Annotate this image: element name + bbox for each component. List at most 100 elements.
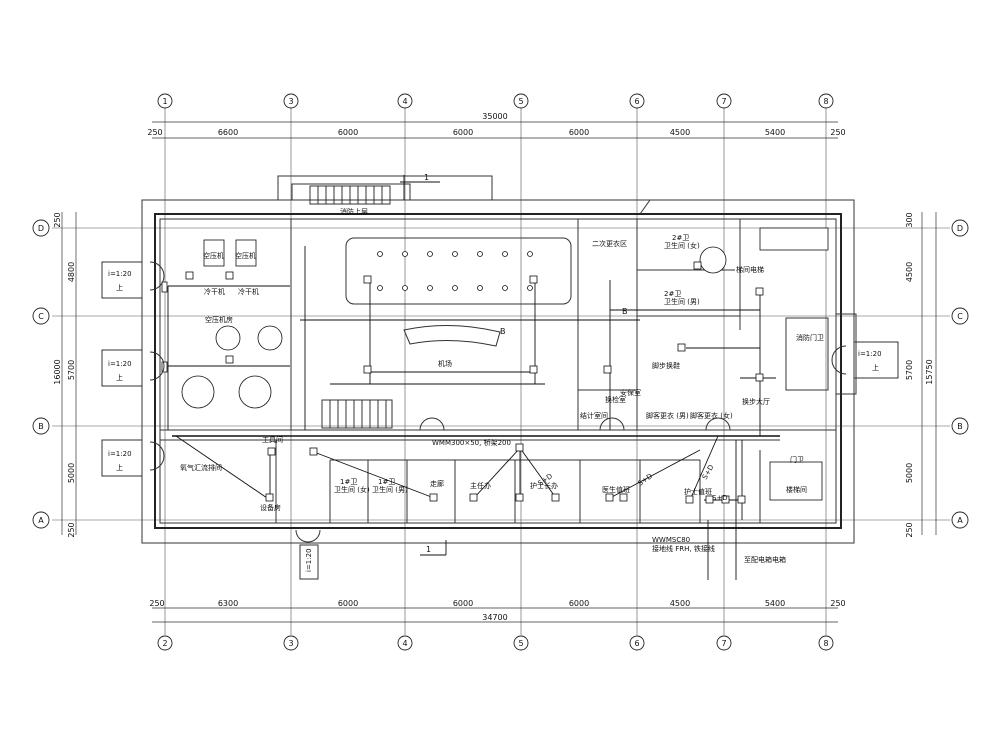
room-label: 消防上层 [340, 207, 368, 216]
dim-right-seg: 300 [905, 212, 914, 227]
grid-bubble-left-D: D [32, 219, 50, 237]
grid-bubble-bottom-2: 2 [157, 635, 173, 651]
dim-bottom-seg: 4500 [670, 599, 690, 608]
dim-top-seg: 4500 [670, 128, 690, 137]
grid-bubble-label: 6 [634, 639, 639, 648]
room-label: 冷干机 [238, 287, 259, 296]
room-label: 工具间 [262, 436, 283, 444]
grid-bubble-top-7: 7 [716, 93, 732, 109]
dim-right-seg: 4500 [905, 262, 914, 282]
room-label: 梯间电梯 [736, 265, 764, 274]
switch-label: S+D [712, 494, 728, 502]
grid-bubble-label: 1 [162, 97, 167, 106]
annotation-meter-box: 至配电箱电箱 [744, 555, 786, 564]
dim-bottom-seg: 250 [830, 599, 845, 608]
ramp-direction: 上 [872, 363, 879, 372]
dim-left-seg: 5000 [67, 463, 76, 483]
grid-bubble-label: C [957, 312, 963, 321]
room-label: 2#卫 [672, 234, 689, 242]
doors [149, 261, 847, 543]
room-label: 卫生间 (男) [372, 485, 408, 494]
dim-left-seg: 250 [67, 522, 76, 537]
grid-bubble-label: 8 [823, 97, 828, 106]
grid-bubble-top-4: 4 [397, 93, 413, 109]
wire-tag: B [500, 327, 506, 336]
switch-label: S+D [637, 472, 654, 488]
room-label: 安保室 [620, 388, 641, 397]
ramp-label: i=1:20 [108, 450, 132, 458]
grid-bubble-label: D [38, 224, 44, 233]
dim-bottom-seg: 6000 [569, 599, 589, 608]
dim-bottom-seg: 5400 [765, 599, 785, 608]
room-label: 脚步换鞋 [652, 361, 680, 370]
room-label: 脚客更衣 (男) [646, 411, 689, 420]
room-label: 楼梯间 [786, 485, 807, 494]
room-label: 空压机房 [205, 315, 233, 324]
room-label: 氧气汇流排间 [180, 463, 222, 472]
dim-right-seg: 250 [905, 522, 914, 537]
section-label: 1 [426, 545, 431, 554]
grid-bubble-left-B: B [32, 417, 50, 435]
dim-top-seg: 6600 [218, 128, 238, 137]
grid-bubble-top-8: 8 [818, 93, 834, 109]
grid-bubble-bottom-3: 3 [283, 635, 299, 651]
grid-bubble-top-6: 6 [629, 93, 645, 109]
switch-label: S+D [701, 463, 716, 481]
dim-bottom-seg: 6000 [453, 599, 473, 608]
ramp-label: i=1:20 [108, 360, 132, 368]
grid-bubble-bottom-4: 4 [397, 635, 413, 651]
room-label: 2#卫 [664, 290, 681, 298]
grid-bubble-right-B: B [951, 417, 969, 435]
room-label: 卫生间 (女) [664, 241, 700, 250]
wiring [167, 246, 780, 580]
ramp-label: i=1:20 [108, 270, 132, 278]
room-label: 护士长办 [530, 481, 558, 490]
grid-bubble-label: 7 [721, 639, 726, 648]
dim-bottom-seg: 250 [149, 599, 164, 608]
grid-bubble-bottom-6: 6 [629, 635, 645, 651]
grid-bubbles-bottom: 2 3 4 5 6 7 8 [157, 635, 834, 651]
ramp-direction: 上 [116, 373, 123, 382]
building-walls [141, 175, 857, 544]
grid-bubble-top-3: 3 [283, 93, 299, 109]
room-label: 门卫 [790, 455, 804, 464]
room-label: 换检室 [605, 395, 626, 404]
wire-tag: B [622, 307, 628, 316]
ramp-left-bottom: i=1:20 上 [101, 439, 143, 477]
grid-bubble-label: 7 [721, 97, 726, 106]
grid-bubble-label: B [957, 422, 963, 431]
dim-bottom-total: 34700 [482, 613, 507, 622]
room-label: 主任办 [470, 481, 491, 490]
dimension-left: 250 4800 16000 5700 5000 250 [53, 212, 77, 538]
room-labels: 空压机 空压机 冷干机 冷干机 空压机房 机场 二次更衣区 2#卫 卫生间 (女… [180, 207, 824, 512]
ramp-label: i=1:20 [305, 548, 313, 572]
grid-bubbles-left: D C B A [32, 219, 50, 529]
dim-top-seg: 6000 [453, 128, 473, 137]
room-label: 换步大厅 [742, 397, 770, 406]
grid-bubble-label: 3 [288, 639, 293, 648]
section-mark-bottom: 1 [420, 540, 447, 556]
room-label: 冷干机 [204, 287, 225, 296]
room-label: 医生值班 [602, 485, 630, 494]
section-label: 1 [424, 173, 429, 182]
dim-top-seg: 6000 [338, 128, 358, 137]
annotation-pipe: WWMSC80 [652, 536, 690, 544]
room-label: 1#卫 [340, 478, 357, 486]
grid-bubble-right-C: C [951, 307, 969, 325]
equipment [181, 227, 829, 501]
room-label: 消防门卫 [796, 333, 824, 342]
room-label: 脚客更衣 (女) [690, 411, 733, 420]
grid-bubble-label: 2 [162, 639, 167, 648]
dim-top-seg: 250 [147, 128, 162, 137]
grid-bubble-label: 4 [402, 97, 407, 106]
ramp-right: i=1:20 上 [853, 341, 899, 379]
room-label: 结计室间 [580, 411, 608, 420]
ramp-direction: 上 [116, 283, 123, 292]
light-fixtures [161, 251, 764, 504]
room-label: 走廊 [430, 479, 444, 488]
dimension-top: 35000 250 6600 6000 6000 6000 4500 5400 … [147, 112, 846, 139]
dim-right-seg: 5700 [905, 360, 914, 380]
grid-bubble-label: A [38, 516, 44, 525]
ramp-left-top: i=1:20 上 [101, 261, 143, 299]
grid-bubble-top-5: 5 [513, 93, 529, 109]
